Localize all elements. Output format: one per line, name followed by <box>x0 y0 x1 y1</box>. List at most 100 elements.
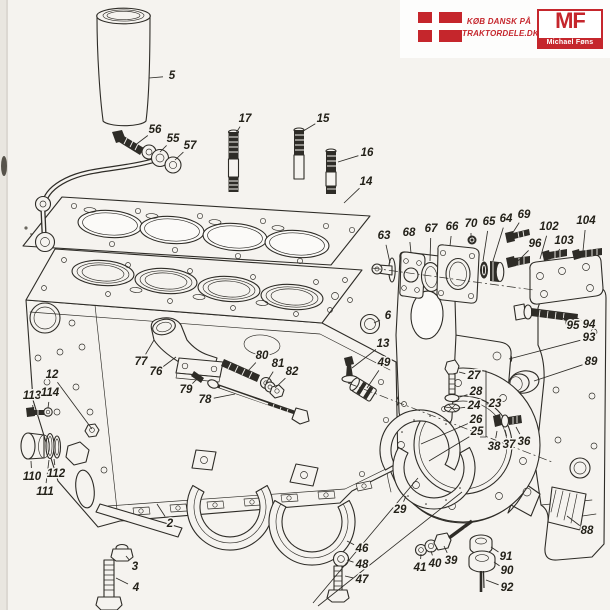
leader-line-40 <box>430 550 433 556</box>
part-label-64: 64 <box>500 213 513 225</box>
leader-line-55 <box>159 145 167 153</box>
part-label-55: 55 <box>167 133 180 145</box>
washer-57 <box>164 156 182 174</box>
stud-15 <box>293 127 305 180</box>
danish-flag-icon <box>418 12 462 42</box>
leader-line-94 <box>576 317 582 321</box>
bearing-cap-46 <box>268 499 356 566</box>
part-label-56: 56 <box>149 124 162 136</box>
leader-line-16 <box>337 155 359 163</box>
head-gasket <box>22 196 371 266</box>
part-label-82: 82 <box>286 366 299 378</box>
part-label-70: 70 <box>465 218 478 230</box>
leader-line-80 <box>246 362 257 373</box>
leader-line-78 <box>213 393 236 399</box>
part-label-90: 90 <box>501 565 514 577</box>
part-label-17: 17 <box>239 113 252 125</box>
ring-111 <box>45 432 55 460</box>
leader-line-88 <box>566 515 581 526</box>
leader-line-63 <box>385 244 391 264</box>
tagline-line1: KØB DANSK PÅ <box>466 17 532 26</box>
leader-line-95 <box>559 315 567 321</box>
leader-line-27 <box>458 371 466 375</box>
side-fasteners <box>191 359 310 425</box>
cylinder-liner <box>96 7 151 127</box>
water-outlet-elbow <box>150 317 224 383</box>
part-label-92: 92 <box>501 582 514 594</box>
part-label-40: 40 <box>428 558 442 570</box>
oil-fittings <box>341 356 377 402</box>
leader-line-5 <box>148 76 164 79</box>
leader-line-12 <box>57 381 93 430</box>
part-label-113: 113 <box>23 390 42 402</box>
leader-line-47 <box>344 575 354 579</box>
part-label-27: 27 <box>467 370 481 382</box>
part-label-48: 48 <box>355 559 369 571</box>
part-label-46: 46 <box>355 543 369 555</box>
stud-79 <box>191 371 204 383</box>
part-label-76: 76 <box>150 366 163 378</box>
part-label-81: 81 <box>272 358 285 370</box>
part-label-95: 95 <box>567 320 580 332</box>
part-label-26: 26 <box>469 414 483 426</box>
leader-line-90 <box>493 561 500 567</box>
leader-line-91 <box>490 546 499 553</box>
part-label-111: 111 <box>36 486 53 498</box>
cylinder-block-deck <box>25 248 363 324</box>
part-label-79: 79 <box>180 384 193 396</box>
part-label-38: 38 <box>488 441 501 453</box>
leader-line-37 <box>504 429 508 437</box>
part-label-88: 88 <box>581 525 594 537</box>
part-label-3: 3 <box>132 561 139 573</box>
traktordele-logo[interactable]: KØB DANSK PÅ TRAKTORDELE.DK MF Michael F… <box>400 0 610 58</box>
part-label-28: 28 <box>469 386 483 398</box>
leader-line-39 <box>443 545 448 553</box>
mf-name-text: Michael Føns <box>539 38 601 47</box>
part-label-69: 69 <box>518 209 531 221</box>
front-plate-parts <box>20 407 62 460</box>
part-label-4: 4 <box>132 582 140 594</box>
leader-line-28 <box>459 394 468 398</box>
part-label-67: 67 <box>425 223 438 235</box>
part-label-114: 114 <box>41 387 60 399</box>
nut-82 <box>269 384 285 399</box>
leader-line-67 <box>429 237 432 262</box>
leader-line-93 <box>508 339 581 360</box>
part-label-94: 94 <box>583 319 596 331</box>
part-label-102: 102 <box>539 221 559 233</box>
part-label-78: 78 <box>199 394 212 406</box>
part-label-89: 89 <box>585 356 598 368</box>
part-label-91: 91 <box>500 551 513 563</box>
part-label-104: 104 <box>576 215 596 227</box>
leader-line-89 <box>533 364 583 382</box>
cylinder-head-studs <box>227 127 337 194</box>
mf-logo: MF Michael Føns <box>537 9 603 49</box>
part-label-15: 15 <box>317 113 330 125</box>
part-label-96: 96 <box>529 238 542 250</box>
leader-line-65 <box>482 230 489 262</box>
leader-line-111 <box>45 459 50 484</box>
washer-114 <box>43 407 53 417</box>
part-label-2: 2 <box>166 518 174 530</box>
leader-line-64 <box>492 227 504 262</box>
leader-line-38 <box>495 430 498 439</box>
part-label-29: 29 <box>393 504 407 516</box>
part-label-112: 112 <box>47 468 66 480</box>
part-label-41: 41 <box>413 562 427 574</box>
part-label-39: 39 <box>445 555 458 567</box>
leader-line-29 <box>403 495 407 502</box>
part-label-37: 37 <box>503 439 516 451</box>
main-bearing-shells <box>379 359 476 510</box>
leader-line-96 <box>517 250 529 262</box>
leader-line-48 <box>346 559 354 563</box>
stud-17 <box>227 129 240 192</box>
leader-line-112 <box>53 458 56 466</box>
part-label-65: 65 <box>483 216 496 228</box>
mf-initials-text: MF <box>555 8 586 33</box>
part-label-103: 103 <box>554 235 574 247</box>
part-label-57: 57 <box>184 140 197 152</box>
bolt-27-head <box>444 359 460 376</box>
part-label-6: 6 <box>385 310 392 322</box>
part-label-5: 5 <box>169 70 176 82</box>
